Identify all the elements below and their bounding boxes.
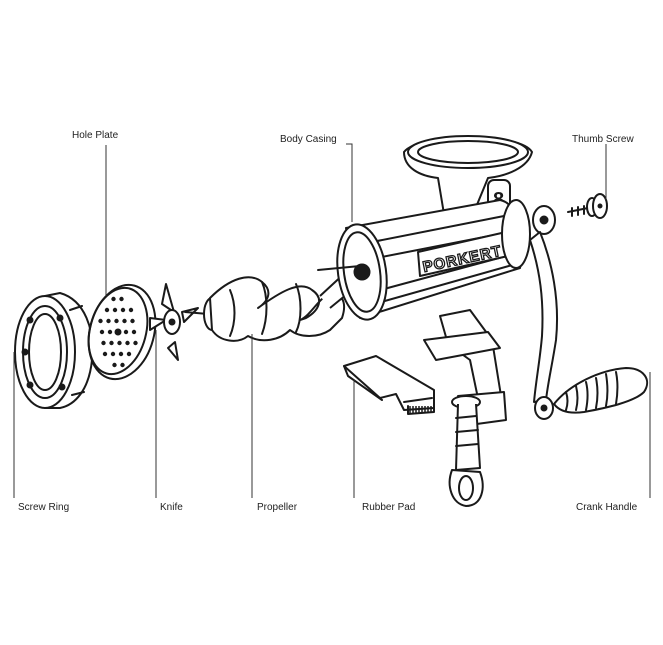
label-body-casing: Body Casing bbox=[280, 134, 337, 145]
hole-plate-hole bbox=[130, 318, 135, 324]
label-rubber-pad: Rubber Pad bbox=[362, 502, 415, 513]
hole-plate-hole bbox=[107, 329, 113, 335]
propeller-part bbox=[184, 270, 358, 342]
hole-plate-hole bbox=[118, 351, 124, 357]
hole-plate-hole bbox=[111, 296, 116, 302]
crank-handle-part bbox=[529, 205, 649, 420]
hole-plate-hole bbox=[126, 351, 132, 357]
label-propeller: Propeller bbox=[257, 502, 298, 513]
hole-plate-hole bbox=[112, 362, 117, 368]
label-hole-plate: Hole Plate bbox=[72, 130, 119, 141]
hole-plate-hole bbox=[133, 340, 138, 346]
hole-plate-hole bbox=[117, 340, 122, 346]
hole-plate-hole bbox=[131, 329, 137, 335]
hole-plate-hole bbox=[114, 318, 119, 324]
leader-lines bbox=[13, 143, 651, 498]
hole-plate-hole bbox=[102, 351, 108, 357]
body-casing-part: 8 PORKERT bbox=[317, 135, 533, 507]
label-screw-ring: Screw Ring bbox=[18, 502, 69, 513]
hole-plate-hole bbox=[112, 307, 118, 313]
screw-ring-part bbox=[14, 292, 94, 409]
hole-plate-hole bbox=[119, 296, 124, 302]
label-knife: Knife bbox=[160, 502, 183, 513]
rubber-pad-part bbox=[343, 355, 435, 415]
hole-plate-hole bbox=[109, 340, 114, 346]
hole-plate-hole bbox=[122, 318, 127, 324]
hole-plate-part bbox=[87, 283, 157, 381]
hole-plate-hole bbox=[120, 307, 126, 313]
hole-plate-hole bbox=[101, 340, 106, 346]
label-crank-handle: Crank Handle bbox=[576, 502, 638, 513]
hole-plate-hole bbox=[106, 318, 111, 324]
hole-plate-hole bbox=[110, 351, 116, 357]
hole-plate-hole bbox=[98, 318, 103, 324]
hole-plate-hole bbox=[125, 340, 130, 346]
hole-plate-hole bbox=[123, 329, 129, 335]
hole-plate-hole bbox=[128, 307, 134, 313]
leader-body-casing bbox=[346, 143, 353, 222]
hole-plate-hole bbox=[104, 307, 110, 313]
hole-plate-hole bbox=[120, 362, 125, 368]
knife-part bbox=[149, 283, 199, 361]
label-thumb-screw: Thumb Screw bbox=[572, 134, 634, 145]
thumb-screw-part bbox=[567, 193, 608, 219]
hole-plate-hole bbox=[99, 329, 105, 335]
